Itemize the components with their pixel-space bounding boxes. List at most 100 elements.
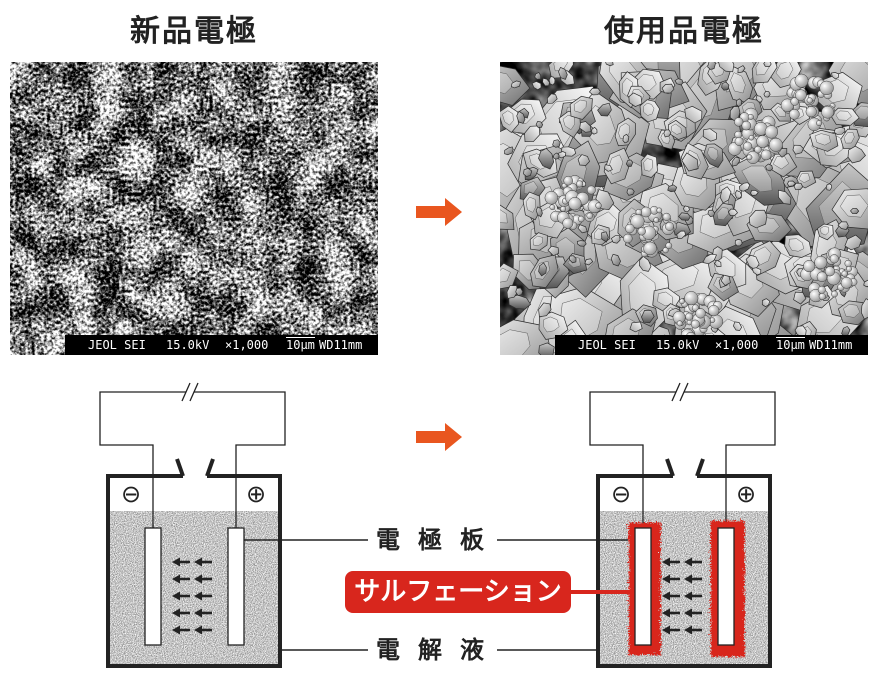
ion-arrow-head <box>662 557 670 567</box>
crystal-nodule <box>734 136 744 146</box>
crystal-facet <box>562 114 576 131</box>
crystal-grain <box>793 182 804 190</box>
transition-arrow-top <box>416 198 462 226</box>
ion-arrow-head <box>684 557 692 567</box>
crystal-grain <box>569 95 593 120</box>
crystal-grain <box>610 253 621 267</box>
crystal-grain <box>734 239 743 247</box>
crystal-nodule <box>630 214 645 229</box>
crystal-nodule <box>595 202 602 209</box>
crystal-nodule <box>676 320 683 327</box>
crystal-grain <box>833 127 846 135</box>
transition-arrow-bottom <box>416 423 462 451</box>
crystal-grain <box>661 83 675 94</box>
crystal-grain <box>626 188 635 196</box>
positive-terminal-symbol: ⊕ <box>736 480 756 508</box>
crystal-grain <box>577 224 588 234</box>
crystal-nodule <box>816 271 828 283</box>
crystal-grain <box>667 184 678 193</box>
case-vent <box>175 458 185 477</box>
crystal-grain <box>506 285 519 299</box>
crystal-nodule <box>563 175 573 186</box>
crystal-grain <box>546 93 558 104</box>
crystal-nodule <box>685 312 694 321</box>
case-vent <box>665 458 675 477</box>
crystal-facet <box>500 267 511 283</box>
crystal-facet <box>814 133 831 146</box>
crystal-nodule <box>653 217 660 223</box>
sem-instrument: JEOL SEI <box>578 338 636 352</box>
crystal-nodule <box>586 185 596 195</box>
ion-arrow-head <box>172 625 180 635</box>
crystal-facet <box>730 72 746 94</box>
crystal-grain <box>629 321 643 333</box>
positive-terminal-symbol: ⊕ <box>246 480 266 508</box>
electrolyte-label: 電解液 <box>376 636 502 664</box>
ion-arrow-head <box>684 591 692 601</box>
wire-break-mark <box>679 382 689 402</box>
crystal-grain <box>733 321 743 331</box>
sem-instrument: JEOL SEI <box>88 338 146 352</box>
crystal-nodule <box>656 207 663 214</box>
crystal-grain <box>588 87 601 96</box>
crystal-facet <box>798 173 811 183</box>
crystal-facet <box>716 207 729 220</box>
positive-plate <box>717 527 735 646</box>
crystal-grain <box>792 144 804 155</box>
crystal-grain <box>825 183 832 191</box>
crystal-grain <box>548 76 556 86</box>
crystal-nodule <box>665 242 673 249</box>
battery-used: ⊖ ⊕ <box>589 382 776 668</box>
crystal-grain <box>729 106 741 122</box>
ion-arrow-head <box>662 625 670 635</box>
crystal-grain <box>531 81 542 91</box>
crystal-grain <box>610 235 621 244</box>
crystal-nodule <box>846 265 852 272</box>
sem-working-distance: WD11mm <box>809 338 853 352</box>
negative-plate <box>144 527 162 646</box>
ion-arrow-head <box>194 557 202 567</box>
crystal-grain <box>763 62 772 67</box>
ion-arrow-head <box>172 591 180 601</box>
crystal-nodule <box>819 80 834 96</box>
sem-magnification: ×1,000 <box>715 338 759 352</box>
crystal-grain <box>641 310 655 324</box>
ion-arrow-head <box>662 574 670 584</box>
crystal-grain <box>737 65 746 74</box>
crystal-grain <box>604 164 613 172</box>
electrolyte <box>110 511 278 664</box>
crystal-grain <box>809 129 839 152</box>
crystal-grain <box>552 139 561 148</box>
crystal-grain <box>719 186 732 204</box>
crystal-nodule <box>824 266 835 277</box>
crystal-nodule <box>560 205 567 212</box>
crystal-grain <box>765 163 773 172</box>
crystal-grain <box>850 207 860 215</box>
crystal-nodule <box>821 105 834 119</box>
wire-break-mark <box>181 382 191 402</box>
crystal-grain <box>538 262 547 277</box>
crystal-facet <box>854 105 868 120</box>
crystal-facet <box>843 304 861 318</box>
crystal-grain <box>597 102 612 117</box>
ion-arrow-head <box>194 608 202 618</box>
crystal-facet <box>819 226 830 236</box>
crystal-grain <box>830 72 839 80</box>
crystal-grain <box>504 146 514 156</box>
crystal-grain <box>622 133 630 144</box>
crystal-grain <box>727 208 738 216</box>
wire-break-mark <box>189 382 199 402</box>
crystal-nodule <box>817 285 826 294</box>
crystal-grain <box>614 117 636 147</box>
battery-case <box>596 474 772 668</box>
crystal-facet <box>500 72 515 94</box>
crystal-nodule <box>746 154 753 161</box>
crystal-facet <box>525 196 536 213</box>
crystal-grain <box>718 62 735 73</box>
sem-working-distance: WD11mm <box>319 338 363 352</box>
crystal-grain <box>784 234 813 258</box>
crystal-facet <box>741 165 773 193</box>
crystal-grain <box>603 147 631 185</box>
